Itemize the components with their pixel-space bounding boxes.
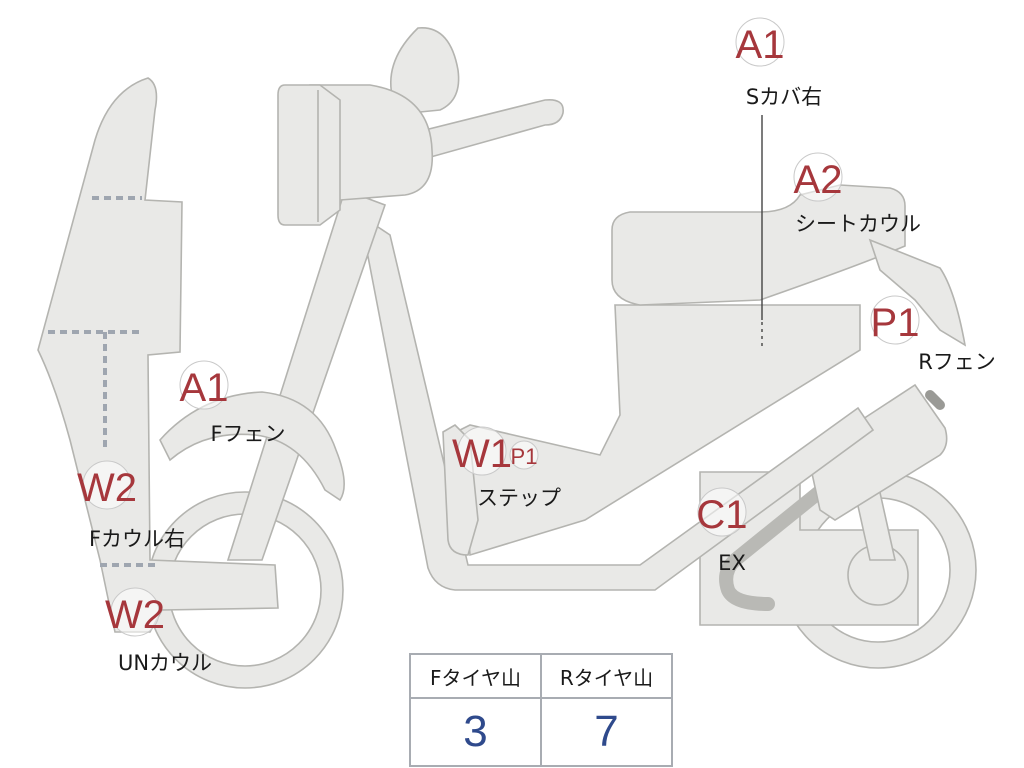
front-fender: [159, 391, 345, 502]
headlight: [277, 84, 341, 226]
scooter-illustration: [37, 27, 977, 689]
under-cowl-badge: [110, 587, 160, 637]
front-fork: [226, 188, 387, 561]
side-cover-label: Sカバ右: [746, 85, 822, 109]
rear-tire-header: Rタイヤ山: [540, 653, 673, 699]
under-cowl-label: UNカウル: [118, 651, 212, 675]
front-fender-badge: [179, 360, 229, 410]
step-badge-small: [509, 440, 539, 470]
step-badge: [457, 426, 507, 476]
side-cover-badge: [735, 17, 785, 67]
seat-cowl-badge: [793, 152, 843, 202]
floor-board: [459, 304, 861, 557]
seat-cowl-label: シートカウル: [795, 212, 921, 236]
front-cowl-label: Fカウル右: [89, 527, 185, 551]
front-cowl-code: W2: [77, 466, 137, 510]
rear-tire-value: 7: [540, 697, 673, 767]
seat-cowl-code: A2: [794, 158, 843, 202]
tire-table-header-row: Fタイヤ山 Rタイヤ山: [409, 653, 673, 699]
front-fender-label: Fフェン: [210, 422, 285, 446]
front-tire-header: Fタイヤ山: [409, 653, 542, 699]
side-cover-code: A1: [736, 23, 785, 67]
rear-cowl: [868, 238, 967, 347]
muffler: [807, 383, 948, 521]
step-code-secondary: P1: [511, 444, 538, 469]
seat: [611, 184, 906, 306]
rear-fender-code: P1: [871, 301, 920, 345]
step-code: W1: [452, 432, 512, 476]
exhaust-badge: [697, 487, 747, 537]
rear-fender-label: Rフェン: [918, 350, 996, 374]
exhaust-label: EX: [718, 551, 746, 575]
under-cowl-code: W2: [105, 593, 165, 637]
mirror: [390, 27, 460, 113]
rear-fender-badge: [870, 295, 920, 345]
frame-tube: [358, 213, 875, 591]
handlebar: [403, 98, 564, 161]
tire-tread-table: Fタイヤ山 Rタイヤ山 3 7: [409, 653, 673, 767]
front-cowl-badge: [82, 460, 132, 510]
tire-table-value-row: 3 7: [409, 697, 673, 767]
front-tire-value: 3: [409, 697, 542, 767]
step-label: ステップ: [477, 486, 561, 510]
exhaust-code: C1: [696, 493, 747, 537]
front-fender-code: A1: [180, 366, 229, 410]
exhaust-pipe: [719, 478, 835, 611]
